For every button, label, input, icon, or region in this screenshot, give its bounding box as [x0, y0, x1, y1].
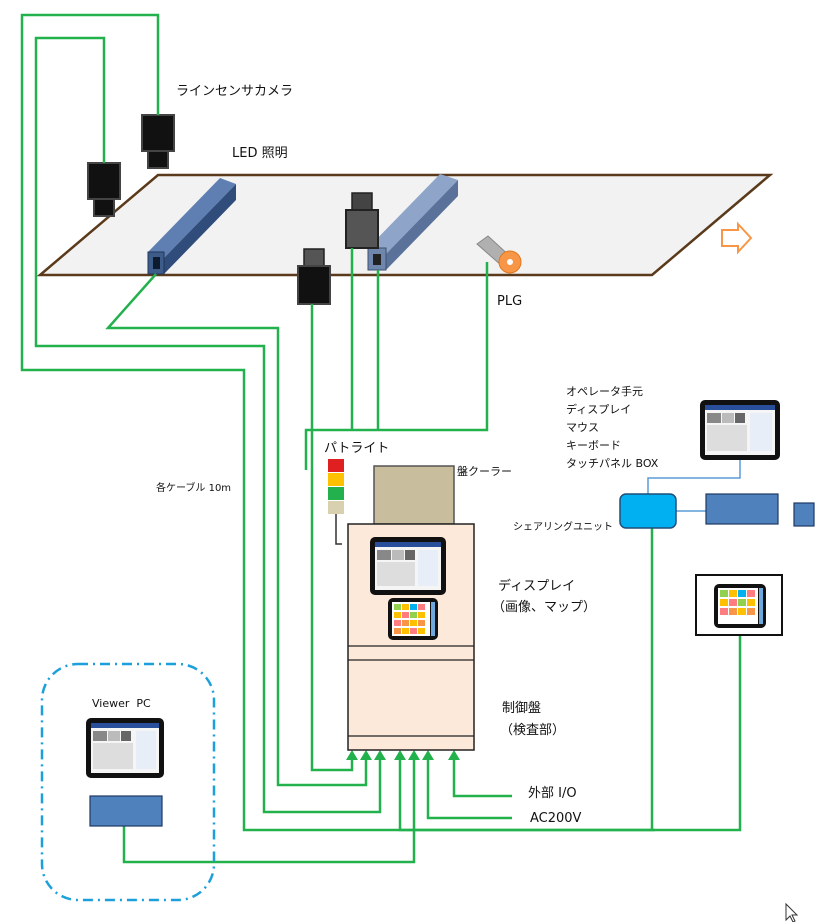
usb-lines	[647, 458, 741, 512]
monitor-icon	[700, 400, 780, 460]
label-operator-panel-3: マウス	[566, 421, 599, 434]
label-display: ディスプレイ	[498, 578, 575, 594]
camera-icon	[87, 162, 121, 217]
panel-cooler	[373, 465, 455, 525]
label-led-lighting: LED 照明	[232, 146, 288, 161]
label-operator-panel-4: キーボード	[566, 439, 621, 452]
label-control-panel: 制御盤	[502, 701, 541, 716]
label-viewer-pc: Viewer PC	[92, 697, 151, 710]
sharing-unit	[619, 493, 677, 529]
touch-panel-box	[695, 574, 783, 636]
label-patlite: パトライト	[324, 441, 389, 456]
signal-tower-icon	[328, 459, 344, 545]
plg-encoder-icon	[476, 235, 522, 274]
label-operator-panel-2: ディスプレイ	[566, 402, 631, 416]
label-external-io: 外部 I/O	[528, 786, 577, 801]
label-cables: 各ケーブル 10m	[156, 481, 231, 494]
monitor-icon	[370, 537, 446, 595]
label-plg: PLG	[497, 294, 522, 309]
viewer-pc-box	[89, 795, 163, 827]
label-line-sensor-camera: ラインセンサカメラ	[176, 84, 293, 99]
camera-icon	[297, 248, 331, 305]
camera-icon	[141, 114, 175, 169]
camera-icon	[345, 192, 379, 249]
monitor-icon	[86, 718, 164, 778]
keyboard-box	[705, 493, 779, 525]
label-ac200v: AC200V	[530, 811, 582, 826]
label-control-panel-sub: （検査部）	[500, 723, 565, 738]
viewer-pc-frame	[40, 662, 216, 902]
mouse-box	[793, 502, 815, 527]
cable-lines	[20, 13, 742, 864]
label-sharing-unit: シェアリングユニット	[513, 520, 613, 533]
mouse-cursor-icon	[785, 902, 799, 922]
label-operator-panel-1: オペレータ手元	[566, 384, 643, 398]
label-operator-panel-5: タッチパネル BOX	[566, 457, 659, 470]
led-bar-icon	[367, 174, 458, 271]
touch-panel-icon	[388, 598, 438, 640]
label-display-sub: （画像、マップ）	[492, 600, 596, 615]
label-panel-cooler: 盤クーラー	[457, 465, 512, 478]
direction-arrow-icon	[721, 221, 753, 255]
